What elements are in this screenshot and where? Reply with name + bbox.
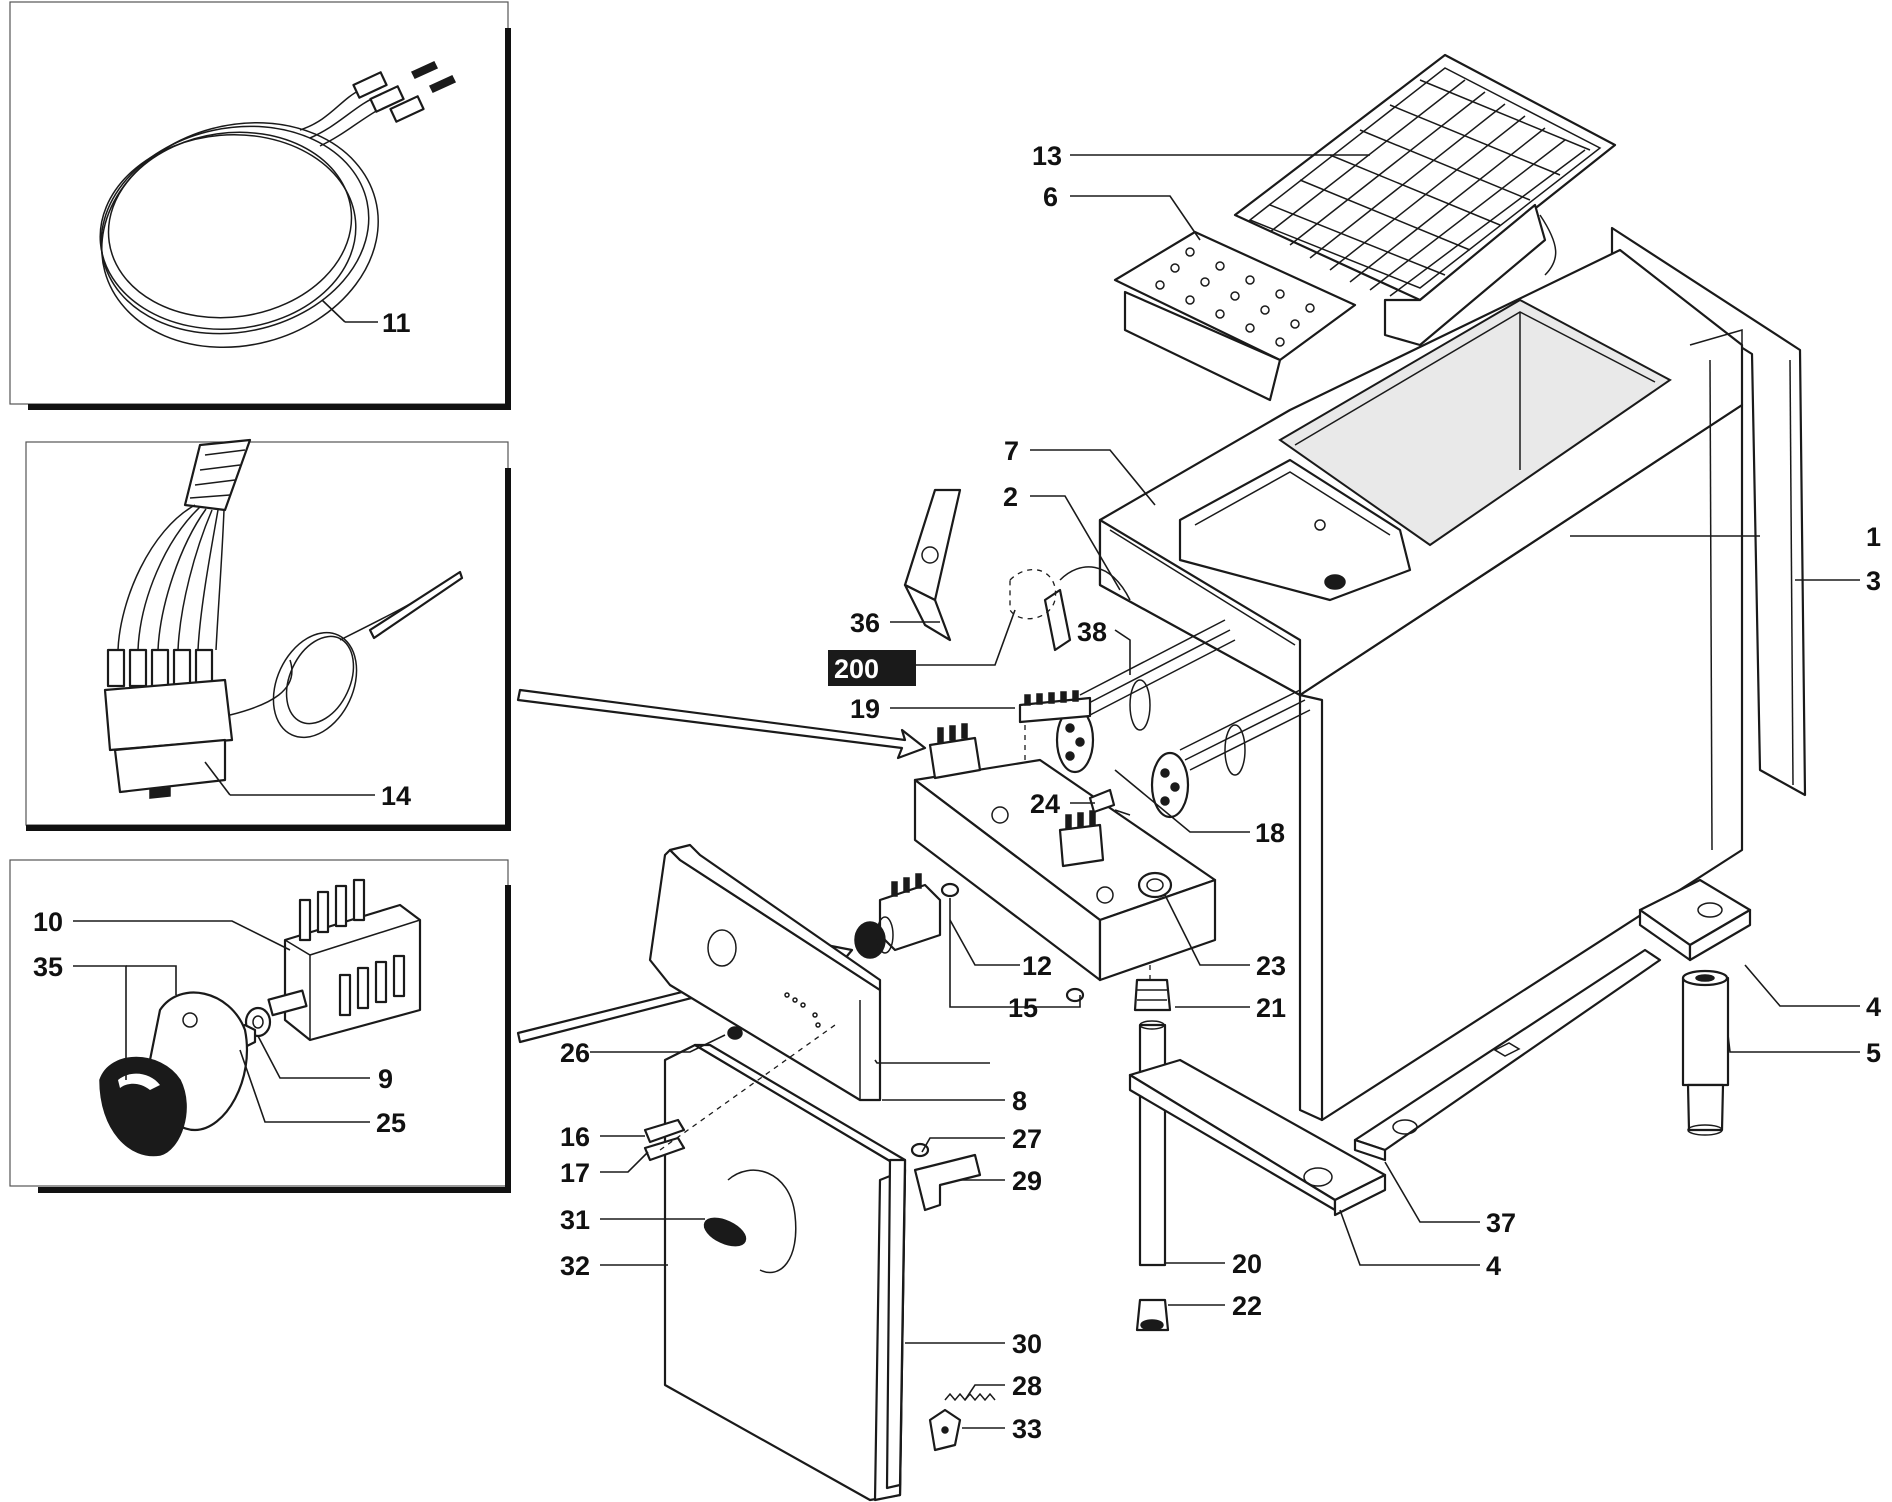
label-2: 2 (1003, 482, 1018, 512)
label-4-upper: 4 (1866, 992, 1881, 1022)
label-33: 33 (1012, 1414, 1042, 1444)
base-frame (1128, 878, 1752, 1217)
label-21: 21 (1256, 993, 1286, 1023)
label-10: 10 (33, 907, 63, 937)
front-panel (648, 843, 882, 1102)
label-8: 8 (1012, 1086, 1027, 1116)
main-cabinet (1098, 226, 1807, 1122)
part-number-labels: 13 6 7 2 1 3 36 200 38 19 24 18 12 23 15… (560, 141, 1881, 1444)
label-38: 38 (1077, 617, 1107, 647)
leader-lines (590, 154, 1860, 1429)
label-15: 15 (1008, 993, 1038, 1023)
label-22: 22 (1232, 1291, 1262, 1321)
label-31: 31 (560, 1205, 590, 1235)
fryer-basket (1233, 53, 1617, 347)
label-30: 30 (1012, 1329, 1042, 1359)
label-28: 28 (1012, 1371, 1042, 1401)
selector-switch-illustration (99, 878, 422, 1157)
label-24: 24 (1030, 789, 1060, 819)
label-14: 14 (381, 781, 411, 811)
inset-panel-thermostat: 14 (25, 438, 511, 831)
inset-panel-cable: 11 (9, 1, 511, 410)
label-27: 27 (1012, 1124, 1042, 1154)
label-200-badge (828, 650, 916, 686)
drip-tray (1113, 230, 1357, 402)
thermostat-illustration (103, 438, 464, 799)
label-5: 5 (1866, 1038, 1881, 1068)
inset-panel-switch: 10 35 9 25 (9, 859, 511, 1193)
label-25: 25 (376, 1108, 406, 1138)
label-17: 17 (560, 1158, 590, 1188)
label-36: 36 (850, 608, 880, 638)
label-29: 29 (1012, 1166, 1042, 1196)
label-11: 11 (382, 308, 411, 338)
label-1: 1 (1866, 522, 1881, 552)
door (643, 1024, 996, 1502)
label-9: 9 (378, 1064, 393, 1094)
label-26: 26 (560, 1038, 590, 1068)
label-13: 13 (1032, 141, 1062, 171)
label-23: 23 (1256, 951, 1286, 981)
label-7: 7 (1004, 436, 1019, 466)
label-16: 16 (560, 1122, 590, 1152)
label-4-lower: 4 (1486, 1251, 1501, 1281)
label-32: 32 (560, 1251, 590, 1281)
label-18: 18 (1255, 818, 1285, 848)
label-3: 3 (1866, 566, 1881, 596)
cable-coil-illustration (99, 61, 457, 349)
label-20: 20 (1232, 1249, 1262, 1279)
label-12: 12 (1022, 951, 1052, 981)
label-19: 19 (850, 694, 880, 724)
label-35: 35 (33, 952, 63, 982)
label-6: 6 (1043, 182, 1058, 212)
label-200: 200 (834, 654, 879, 684)
label-37: 37 (1486, 1208, 1516, 1238)
